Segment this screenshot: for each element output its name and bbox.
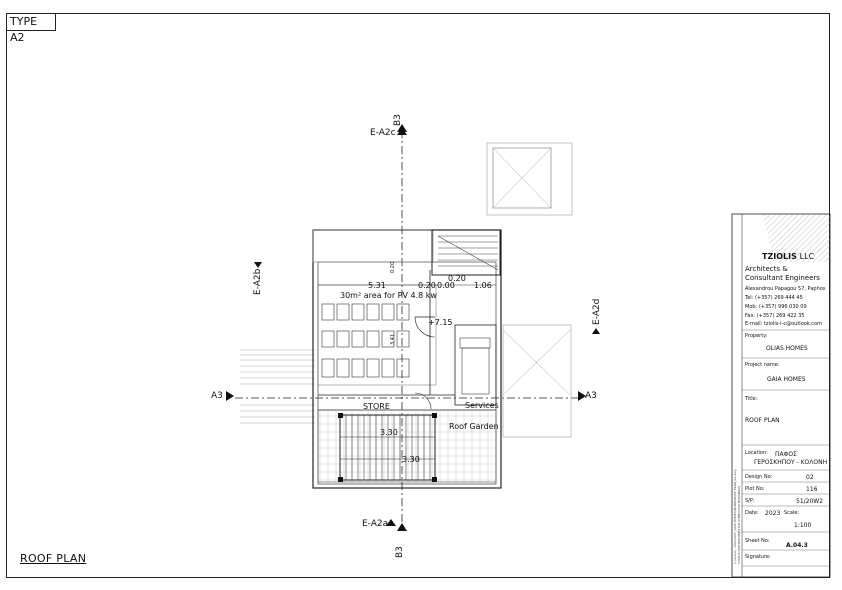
e-a2d-arrow	[592, 328, 600, 334]
pergola	[339, 414, 436, 481]
company-mob: Mob: (+357) 996 030 09	[745, 304, 807, 310]
project-label: Project name:	[745, 362, 780, 368]
dim-020a: 0.20	[418, 281, 436, 290]
dim-small-2: 3.30	[402, 455, 420, 464]
sheet-value: A.04.3	[786, 542, 808, 549]
company-subtitle-1: Architects &	[745, 265, 788, 273]
company-address: Alexandrou Papagou 57, Paphos	[745, 286, 826, 292]
type-label: TYPE A2	[6, 13, 56, 44]
design-label: Design No:	[745, 474, 773, 480]
title-value: ROOF PLAN	[745, 417, 780, 424]
roof-garden-area	[317, 409, 497, 483]
title-label: Title:	[745, 396, 758, 402]
plot-value: 116	[806, 486, 818, 493]
pv-area	[317, 284, 437, 386]
right-skylight-outer	[502, 324, 572, 438]
location-value-2: ΓΕΡΟΣΚΗΠΟΥ - ΚΟΛΟΝΗ	[754, 459, 828, 466]
title-block: TZIOLIS LLC Architects & Consultant Engi…	[732, 214, 830, 577]
dim-020c: 0.20	[390, 261, 396, 273]
pv-panels	[321, 303, 410, 378]
drawing-sheet-border	[6, 13, 830, 578]
plot-label: Plot No:	[745, 486, 765, 492]
b3-top-label: B3	[393, 114, 403, 126]
services-room	[454, 324, 497, 406]
dim-531: 5.31	[368, 281, 386, 290]
pv-area-note: 30m² area for PV 4.8 kw	[340, 291, 437, 300]
location-label: Location:	[745, 450, 768, 456]
a3-left-label: A3	[211, 391, 223, 401]
skylight-box	[492, 147, 552, 209]
company-fax: Fax: (+357) 269 422 35	[745, 313, 805, 319]
property-label: Property:	[745, 333, 768, 339]
dim-020b: 0.20	[448, 274, 466, 283]
sheet-label: Sheet No:	[745, 538, 770, 544]
e-a2b-arrow	[254, 262, 262, 268]
title-block-hatch	[762, 214, 830, 262]
door-swing	[414, 316, 436, 338]
top-parapet	[312, 229, 434, 263]
a3-right-arrow	[578, 391, 586, 401]
services-label: Services	[465, 401, 499, 410]
location-value-1: ΠΑΦΟΣ	[775, 451, 797, 458]
company-email: E-mail: tziolis-l-c@outlook.com	[745, 321, 822, 327]
date-value: 2023	[765, 510, 781, 517]
sp-value: 51/20W2	[796, 498, 824, 505]
company-name: TZIOLIS LLC	[762, 252, 815, 261]
e-a2a-label: E-A2a	[362, 519, 389, 529]
scale-label: Scale:	[784, 510, 800, 516]
store-label: STORE	[363, 402, 390, 411]
sp-label: S/P:	[745, 498, 755, 504]
b3-bottom-label: B3	[395, 546, 405, 558]
pergola-slats	[340, 415, 435, 480]
file-path-2: TZIOLIS ΑΡΧΙΤΕΚΤΟΝΕΣ ΚΑΙ ΣΥΜΒΟΥΛΟΙ ΜΗΧΑΝ…	[737, 485, 741, 564]
dim-106: 1.06	[474, 281, 492, 290]
scale-value: 1:100	[794, 522, 812, 529]
company-subtitle-2: Consultant Engineers	[745, 274, 820, 282]
e-a2c-arrow	[397, 128, 407, 135]
e-a2b-label: E-A2b	[253, 268, 263, 295]
a3-left-arrow	[226, 391, 234, 401]
services-unit	[461, 347, 490, 395]
stair-treads	[438, 235, 498, 267]
design-value: 02	[806, 474, 814, 481]
dim-small-1: 3.30	[380, 428, 398, 437]
e-a2d-label: E-A2d	[592, 298, 602, 325]
a3-right-label: A3	[585, 391, 597, 401]
dim-000: 0.00	[437, 281, 455, 290]
level-mark: +7.15	[428, 318, 453, 327]
skylight-box-outer	[486, 142, 573, 216]
drawing-title: ROOF PLAN	[20, 552, 87, 565]
e-a2c-label: E-A2c	[370, 128, 396, 138]
project-value: GAIA HOMES	[767, 376, 806, 383]
signature-label: Signature:	[745, 554, 771, 560]
roof-garden-label: Roof Garden	[449, 422, 499, 431]
b3-bottom-arrow	[397, 523, 407, 531]
dim-vertical: 3.41	[390, 333, 396, 345]
property-value: OLIAS HOMES	[766, 345, 808, 352]
e-a2a-arrow	[386, 519, 396, 526]
date-label: Date:	[745, 510, 759, 516]
company-tel: Tel: (+357) 269 444 45	[745, 295, 803, 301]
stair-block	[431, 229, 501, 276]
left-stair-lines	[240, 349, 315, 424]
